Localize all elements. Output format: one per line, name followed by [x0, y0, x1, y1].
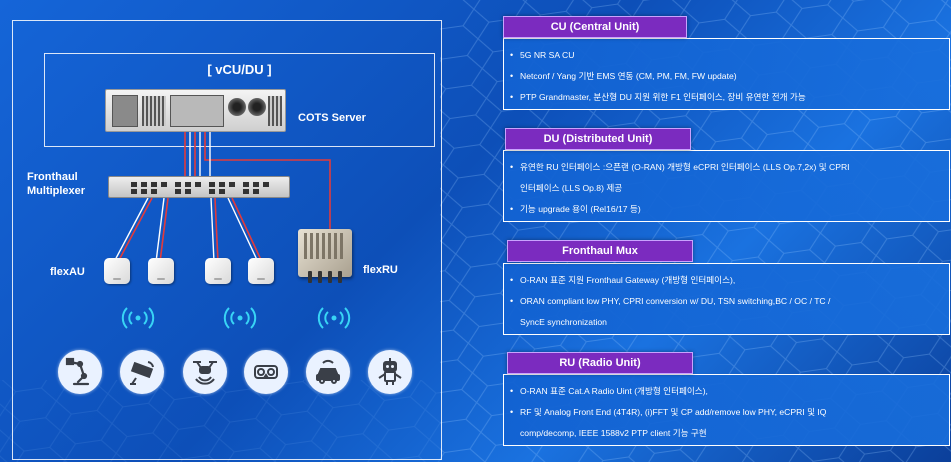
- mux-port: [185, 189, 191, 194]
- ru-bullet: RF 및 Analog Front End (4T4R), (i)FFT 및 C…: [504, 402, 949, 423]
- mux-port: [175, 189, 181, 194]
- cu-panel-title: CU (Central Unit): [503, 16, 687, 38]
- ru-panel: O-RAN 표준 Cat.A Radio Uint (개방형 인터페이스), R…: [503, 374, 950, 446]
- cu-panel: 5G NR SA CU Netconf / Yang 기반 EMS 연동 (CM…: [503, 38, 950, 110]
- mux-port: [219, 189, 225, 194]
- cctv-camera-icon: [120, 350, 164, 394]
- mux-port: [243, 182, 249, 187]
- flexru-unit: [298, 229, 352, 283]
- wireless-signal-icon: [121, 307, 155, 329]
- ru-fin: [304, 233, 307, 259]
- mux-port: [219, 182, 225, 187]
- ru-bullet: O-RAN 표준 Cat.A Radio Uint (개방형 인터페이스),: [504, 381, 949, 402]
- fronthaul-mux-panel-title: Fronthaul Mux: [507, 240, 693, 262]
- ru-panel-title: RU (Radio Unit): [507, 352, 693, 374]
- mux-bullet-continued: SyncE synchronization: [520, 317, 607, 327]
- ru-cable: [328, 271, 332, 283]
- ru-fin: [340, 233, 343, 259]
- flexru-label: flexRU: [363, 264, 398, 276]
- flexau-unit: [148, 258, 174, 284]
- mux-port: [131, 182, 137, 187]
- mux-port: [209, 182, 215, 187]
- ru-cable: [308, 271, 312, 283]
- ru-cable: [318, 271, 322, 283]
- ru-fin: [322, 233, 325, 259]
- vcudu-label: [ vCU/DU ]: [207, 62, 272, 77]
- fronthaul-multiplexer: [108, 176, 290, 198]
- mux-port: [151, 182, 157, 187]
- server-drive-bay: [170, 95, 224, 127]
- server-drive-bay: [112, 95, 138, 127]
- flexau-unit: [104, 258, 130, 284]
- du-bullet: 유연한 RU 인터페이스 :으픈랜 (O-RAN) 개방형 eCPRI 인터페이…: [504, 157, 949, 178]
- du-bullet: 기능 upgrade 용이 (Rel16/17 등): [504, 199, 949, 220]
- mux-port: [253, 189, 259, 194]
- mux-port: [195, 182, 201, 187]
- mux-port: [141, 182, 147, 187]
- vr-headset-icon: [244, 350, 288, 394]
- du-panel-title: DU (Distributed Unit): [505, 128, 691, 150]
- mux-label-line: Fronthaul: [27, 171, 78, 183]
- cu-bullet: 5G NR SA CU: [504, 45, 949, 66]
- mux-port: [131, 189, 137, 194]
- autonomous-car-icon: [306, 350, 350, 394]
- ru-cable: [338, 271, 342, 283]
- server-fan: [228, 98, 246, 116]
- mux-port: [229, 182, 235, 187]
- fronthaul-mux-label: Fronthaul Multiplexer: [27, 170, 85, 198]
- drone-icon: [183, 350, 227, 394]
- flexau-unit: [248, 258, 274, 284]
- cu-bullet: PTP Grandmaster, 분산형 DU 지원 위한 F1 인터페이스, …: [504, 87, 949, 108]
- ru-fin: [316, 233, 319, 259]
- diagram-frame: [12, 20, 442, 460]
- mux-port: [243, 189, 249, 194]
- server-vent: [142, 96, 166, 126]
- mux-port: [209, 189, 215, 194]
- wireless-signal-icon: [317, 307, 351, 329]
- ru-fin: [310, 233, 313, 259]
- mux-port: [175, 182, 181, 187]
- mux-bullet: O-RAN 표준 지원 Fronthaul Gateway (개방형 인터페이스…: [504, 270, 949, 291]
- cots-server-label: COTS Server: [298, 112, 366, 124]
- fronthaul-mux-panel: O-RAN 표준 지원 Fronthaul Gateway (개방형 인터페이스…: [503, 263, 950, 335]
- cu-bullet: Netconf / Yang 기반 EMS 연동 (CM, PM, FM, FW…: [504, 66, 949, 87]
- mux-bullet: ORAN compliant low PHY, CPRI conversion …: [504, 291, 949, 312]
- du-panel: 유연한 RU 인터페이스 :으픈랜 (O-RAN) 개방형 eCPRI 인터페이…: [503, 150, 950, 222]
- cots-server: [105, 89, 286, 132]
- server-vent: [268, 96, 282, 126]
- robot-arm-icon: [58, 350, 102, 394]
- flexau-label: flexAU: [50, 266, 85, 278]
- flexau-unit: [205, 258, 231, 284]
- mux-label-line: Multiplexer: [27, 185, 86, 197]
- mux-port: [151, 189, 157, 194]
- ru-fin: [328, 233, 331, 259]
- ru-bullet-continued: comp/decomp, IEEE 1588v2 PTP client 기능 구…: [520, 428, 707, 438]
- mux-port: [263, 182, 269, 187]
- mux-port: [161, 182, 167, 187]
- mux-port: [185, 182, 191, 187]
- mux-port: [253, 182, 259, 187]
- mux-port: [141, 189, 147, 194]
- server-fan: [248, 98, 266, 116]
- ru-fin: [334, 233, 337, 259]
- du-bullet-continued: 인터페이스 (LLS Op.8) 제공: [520, 183, 623, 193]
- robot-icon: [368, 350, 412, 394]
- wireless-signal-icon: [223, 307, 257, 329]
